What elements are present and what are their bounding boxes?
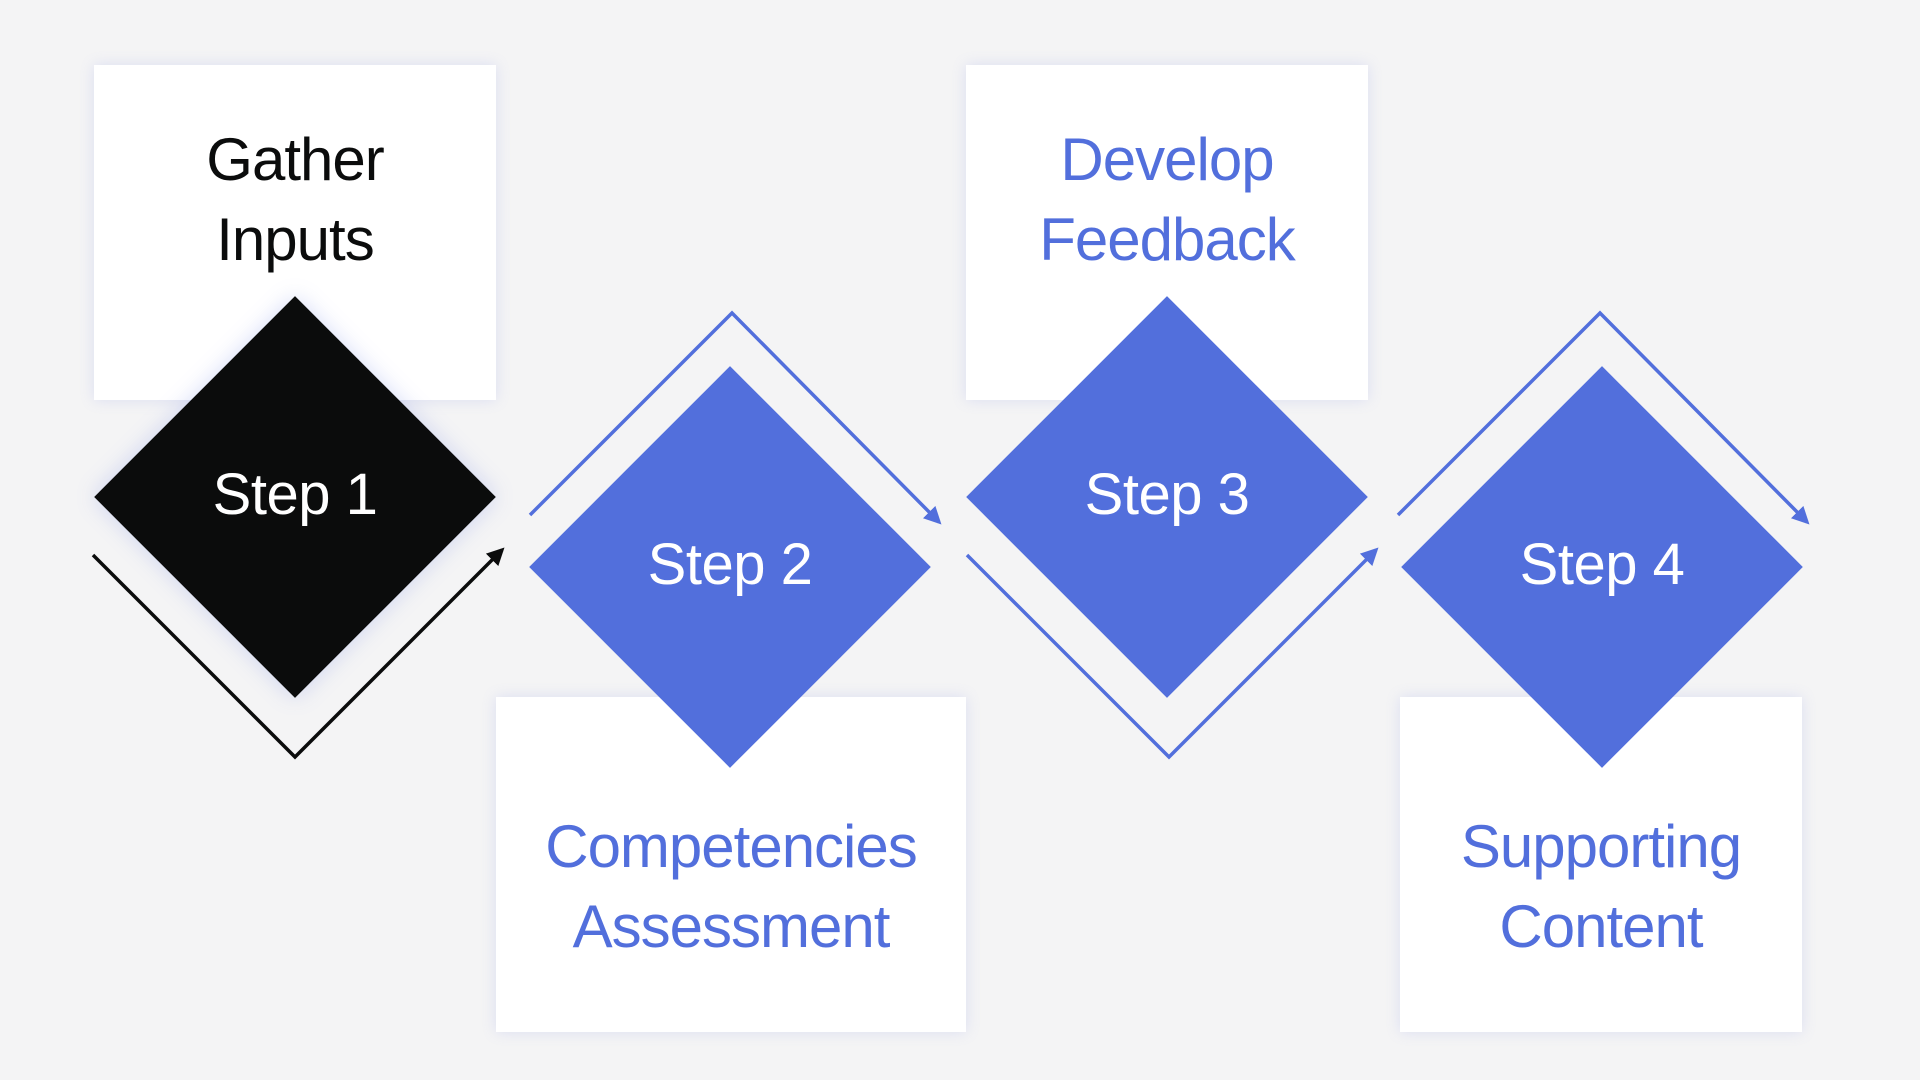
step-3-label: Step 3 xyxy=(1084,462,1250,527)
connector-step3-to-step4 xyxy=(965,547,1379,760)
connector-step1-to-step2 xyxy=(91,547,505,760)
card-step-3: Develop Feedback xyxy=(966,65,1368,400)
connector-step2-to-step3 xyxy=(528,310,942,525)
card-step-3-label: Develop Feedback xyxy=(1039,126,1295,273)
connector-step4-to-end xyxy=(1396,310,1810,525)
card-step-1-label: Gather Inputs xyxy=(206,126,384,273)
card-step-2-label: Competencies Assessment xyxy=(545,813,918,960)
card-step-4-label: Supporting Content xyxy=(1460,813,1742,960)
step-1-label: Step 1 xyxy=(212,462,378,527)
step-2-label: Step 2 xyxy=(647,532,813,597)
card-step-2: Competencies Assessment xyxy=(496,697,966,1032)
step-4-label: Step 4 xyxy=(1519,532,1685,597)
